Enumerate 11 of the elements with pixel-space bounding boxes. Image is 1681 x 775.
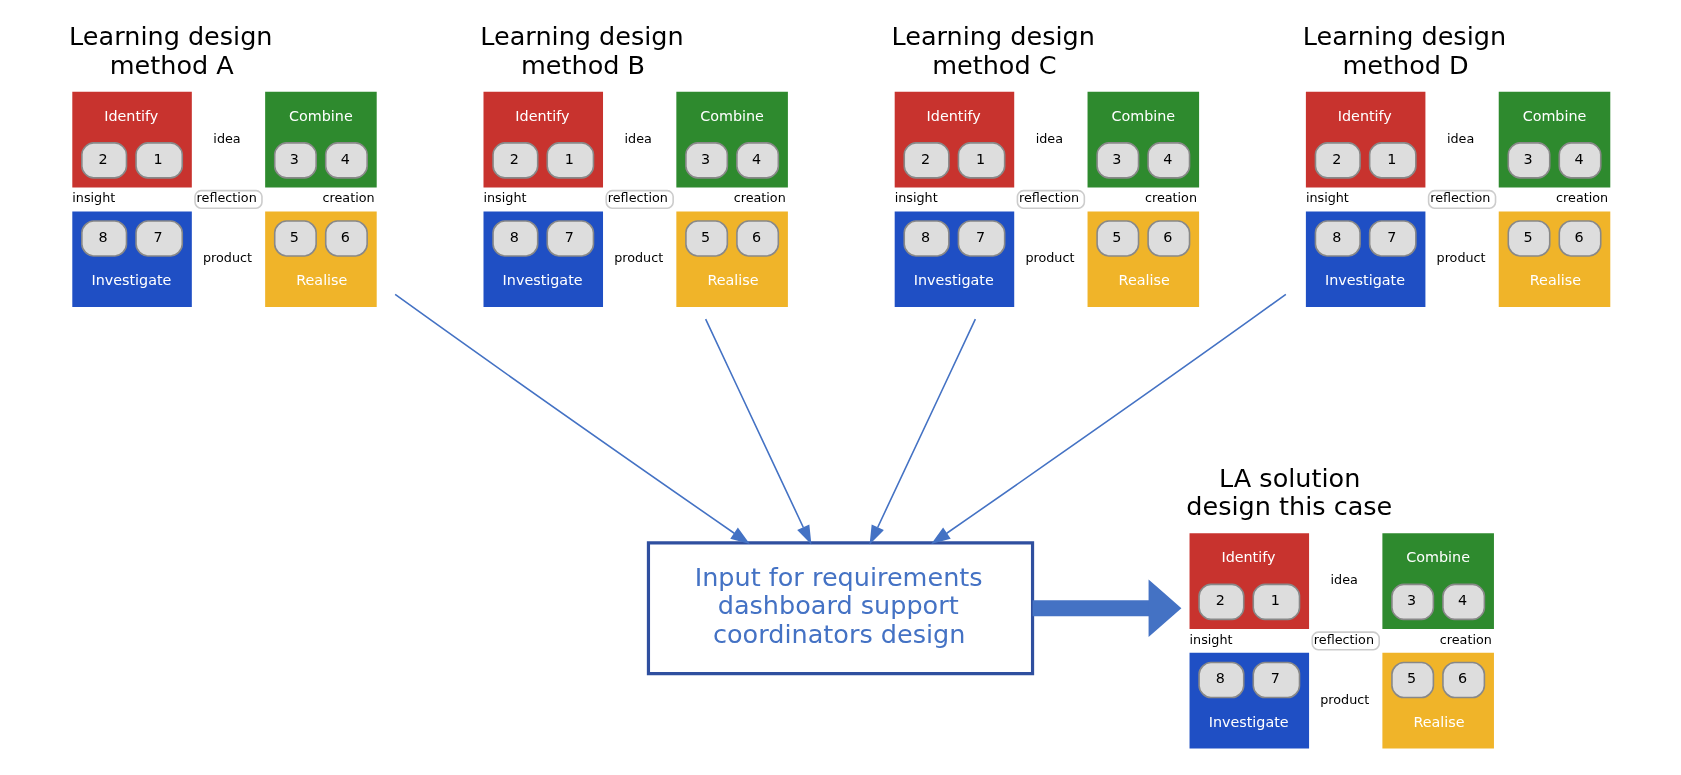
node-box: Input for requirements dashboard support coordinators design	[646, 541, 1035, 676]
node-label: Learning design method B	[480, 21, 684, 80]
node-label: Learning design method C	[891, 21, 1095, 80]
node-label: Learning design method D	[1302, 21, 1507, 80]
arrow	[1032, 579, 1182, 637]
arrow	[869, 318, 977, 545]
node-label: Learning design method A	[69, 21, 273, 80]
node-label: LA solution design this case	[1186, 462, 1393, 522]
arrow	[394, 293, 750, 545]
arrow	[931, 293, 1287, 545]
arrow	[704, 318, 812, 545]
